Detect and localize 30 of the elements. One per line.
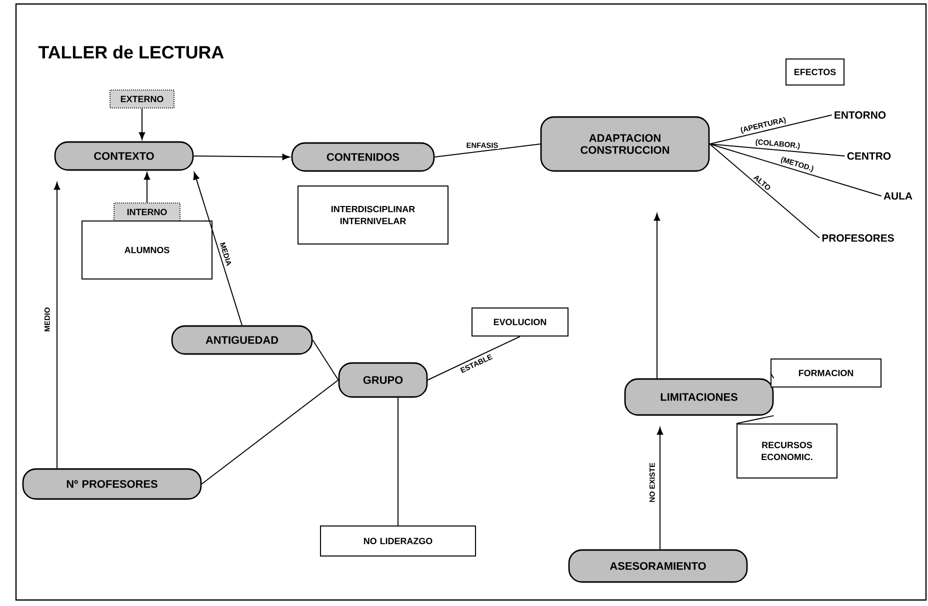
connector	[427, 336, 520, 380]
connector	[312, 340, 339, 380]
concept-label: AULA	[884, 192, 912, 200]
connector	[770, 372, 774, 379]
text-box: EVOLUCION	[472, 308, 568, 336]
text-box: FORMACION	[770, 358, 882, 388]
concept-label: ENTORNO	[834, 111, 886, 119]
text-box: INTERDISCIPLINAR INTERNIVELAR	[298, 186, 448, 244]
connector	[193, 172, 242, 326]
connector	[201, 380, 339, 484]
connector	[54, 182, 60, 469]
text-box: RECURSOS ECONOMIC.	[736, 424, 838, 478]
text-box: EFECTOS	[786, 58, 844, 86]
connector	[144, 172, 150, 204]
connector	[138, 108, 146, 140]
connector	[654, 213, 660, 379]
connector	[709, 144, 882, 196]
concept-label: PROFESORES	[822, 234, 894, 242]
connector	[709, 144, 846, 156]
label-box: INTERNO	[114, 202, 180, 222]
title: TALLER de LECTURA	[38, 45, 224, 59]
connector	[709, 114, 832, 144]
text-box: NO LIDERAZGO	[320, 526, 476, 556]
connector	[709, 144, 820, 238]
label-box: EXTERNO	[110, 90, 174, 108]
connector	[434, 144, 541, 158]
connector	[193, 154, 290, 160]
concept-label: CENTRO	[847, 152, 891, 160]
text-box: ALUMNOS	[82, 220, 212, 280]
connector	[656, 427, 664, 550]
